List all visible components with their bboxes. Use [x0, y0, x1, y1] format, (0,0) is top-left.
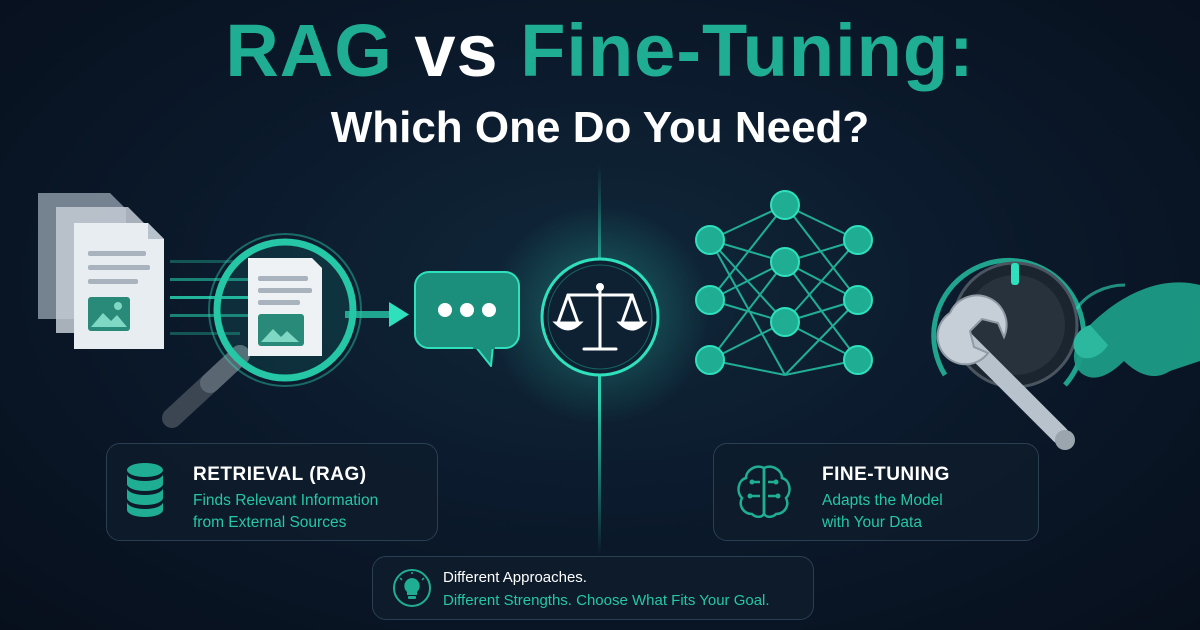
wrench-icon [936, 294, 1075, 450]
title-vs: vs [392, 9, 521, 92]
tip-line-1: Different Approaches. [443, 569, 587, 586]
title-rag: RAG [225, 9, 393, 92]
database-icon [127, 463, 163, 517]
rag-card: RETRIEVAL (RAG) Finds Relevant Informati… [106, 443, 438, 541]
lightbulb-icon [393, 569, 431, 607]
rag-card-line-2: from External Sources [193, 514, 347, 531]
page-subtitle: Which One Do You Need? [330, 103, 870, 152]
chat-bubble-icon [414, 271, 520, 367]
rag-card-title: RETRIEVAL (RAG) [193, 464, 367, 485]
fine-tuning-card-line-1: Adapts the Model [822, 492, 943, 509]
fine-tuning-card: FINE-TUNING Adapts the Model with Your D… [713, 443, 1039, 541]
fine-tuning-card-title: FINE-TUNING [822, 464, 950, 485]
rag-card-line-1: Finds Relevant Information [193, 492, 379, 509]
tip-line-2: Different Strengths. Choose What Fits Yo… [443, 592, 770, 609]
page-title: RAG vs Fine-Tuning: Which One Do You Nee… [0, 14, 1200, 150]
magnifier-icon [162, 233, 362, 428]
balance-scale-icon [540, 257, 660, 377]
tuning-controls [931, 257, 1200, 450]
title-fine-tuning: Fine-Tuning: [520, 9, 975, 92]
data-stream-lines [170, 260, 255, 335]
hand-icon [1073, 282, 1200, 378]
brain-icon [737, 465, 791, 518]
title-line-1: RAG vs Fine-Tuning: [0, 14, 1200, 88]
tip-banner: Different Approaches. Different Strength… [372, 556, 814, 620]
arrow-right-icon [345, 302, 409, 327]
fine-tuning-card-line-2: with Your Data [822, 514, 922, 531]
neural-network-icon [695, 190, 873, 376]
document-stack-icon [38, 193, 164, 349]
